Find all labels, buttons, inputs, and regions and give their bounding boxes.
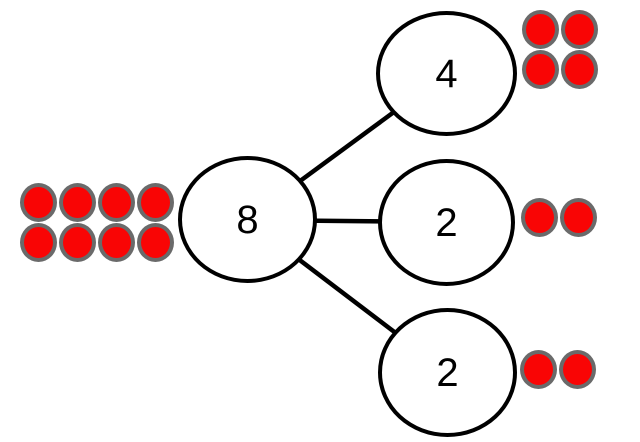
counter-dot (560, 198, 597, 237)
counter-dot (559, 350, 596, 389)
part-circle-1: 4 (376, 11, 517, 136)
counter-dot (137, 223, 174, 262)
counter-group-whole (20, 183, 174, 262)
counter-dot (137, 183, 174, 222)
part-3-value: 2 (436, 350, 459, 395)
whole-circle: 8 (178, 156, 317, 283)
counter-dot (59, 183, 96, 222)
counter-dot (521, 198, 558, 237)
counter-dot (520, 350, 557, 389)
counter-dot (561, 50, 598, 89)
counter-dot (20, 223, 57, 262)
whole-value: 8 (236, 197, 259, 242)
counter-dot (59, 223, 96, 262)
counter-group-part-2 (521, 198, 597, 237)
counter-group-part-3 (520, 350, 596, 389)
counter-dot (522, 10, 559, 49)
counter-dot (561, 10, 598, 49)
part-1-value: 4 (435, 51, 458, 96)
counter-dot (98, 183, 135, 222)
counter-dot (20, 183, 57, 222)
part-circle-3: 2 (378, 308, 517, 437)
part-2-value: 2 (435, 200, 458, 245)
part-circle-2: 2 (378, 159, 515, 286)
counter-dot (522, 50, 559, 89)
counter-group-part-1 (522, 10, 598, 89)
counter-dot (98, 223, 135, 262)
